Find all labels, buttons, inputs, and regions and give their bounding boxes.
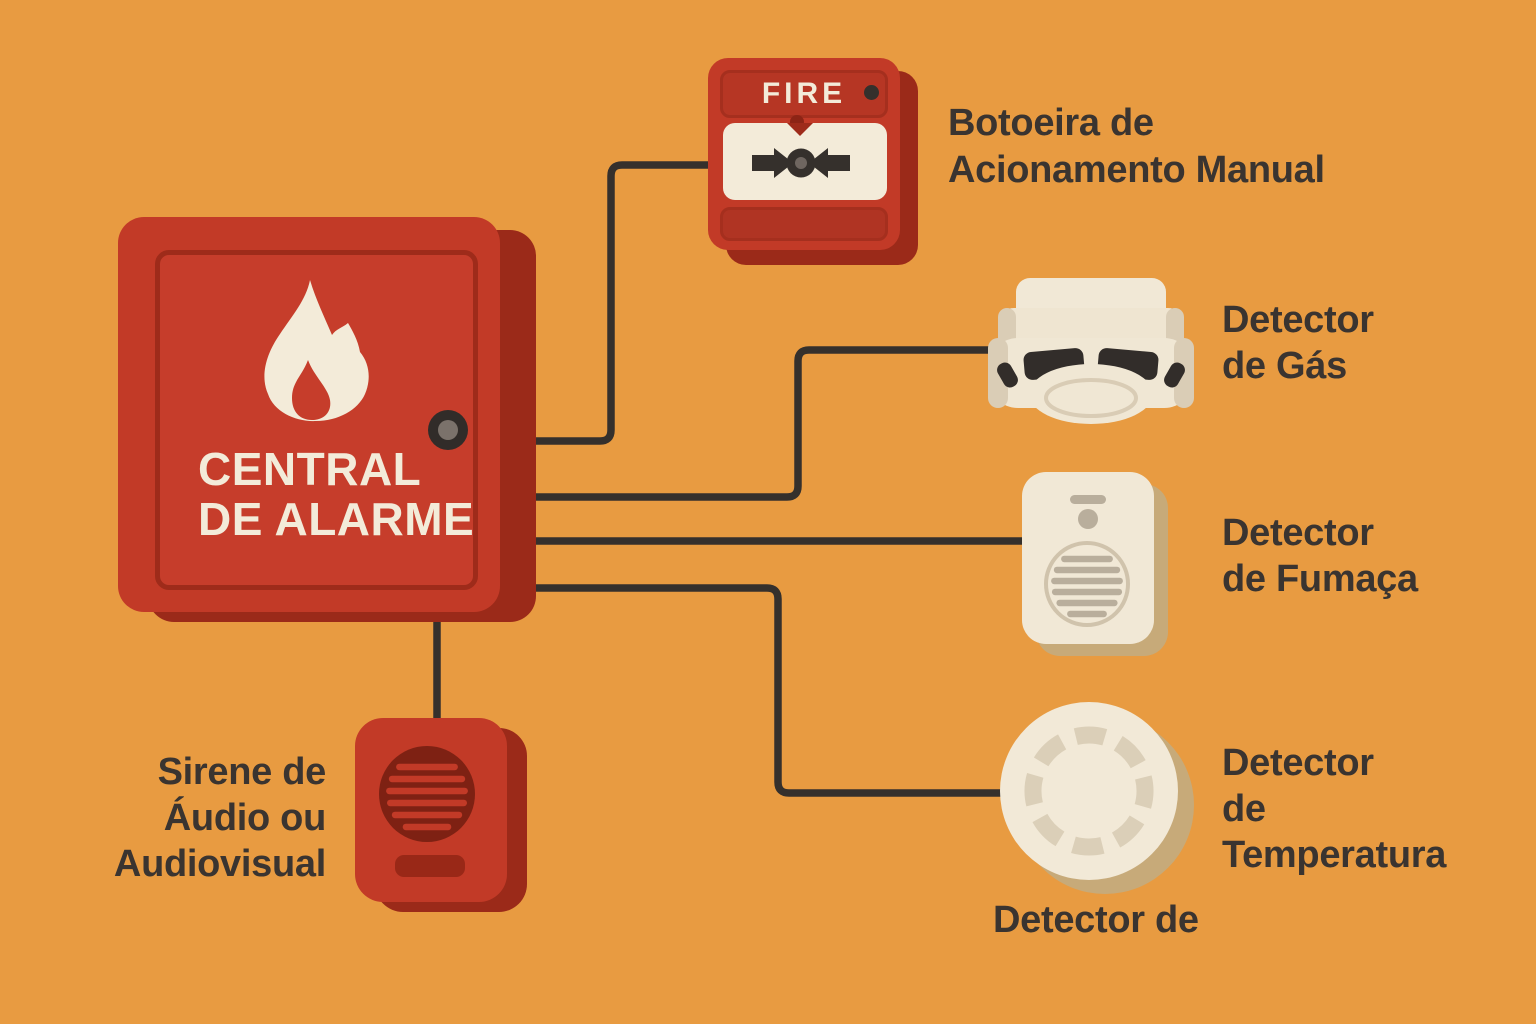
wire-to-temperature-detector [528, 584, 1008, 797]
temperature-detector-icon [1000, 702, 1194, 894]
call-point-led-dot [864, 85, 879, 100]
wire-to-gas-detector [528, 346, 996, 501]
siren-caption-line2: Áudio ou [163, 797, 327, 839]
fire-label: FIRE [761, 77, 847, 110]
central-panel-title-line1: CENTRAL [198, 443, 422, 495]
press-here-glyph [752, 148, 850, 178]
call-point-header: FIRE [720, 70, 888, 118]
siren-caption: Sirene de Áudio ou Audiovisual [60, 749, 326, 887]
central-panel-title-line2: DE ALARME [198, 493, 475, 545]
central-panel-title: CENTRAL DE ALARME [198, 444, 474, 544]
siren-caption-line3: Audiovisual [113, 843, 326, 885]
siren-bottom-plate [395, 855, 465, 877]
siren-caption-line1: Sirene de [157, 751, 327, 793]
call-point-caption-line1: Botoeira de [948, 102, 1154, 144]
arrow-right-icon [752, 148, 793, 178]
call-point-bottom-plate [720, 207, 888, 241]
press-button-center [795, 157, 807, 169]
gas-detector-caption: Detector de Gás [1222, 297, 1374, 389]
door-knob-center [438, 420, 458, 440]
call-point-caption-line2: Acionamento Manual [948, 149, 1325, 191]
gas-caption-line2: de Gás [1222, 345, 1347, 387]
smoke-detector-caption: Detector de Fumaça [1222, 510, 1418, 602]
temp-caption-line2: de [1222, 788, 1266, 830]
smoke-caption-line1: Detector [1222, 512, 1374, 554]
temp-caption-line3: Temperatura [1222, 834, 1447, 876]
arrow-left-icon [809, 148, 850, 178]
flame-icon [264, 280, 369, 422]
partial-bottom-caption: Detector de [993, 897, 1199, 943]
smoke-detector-icon [1022, 472, 1168, 656]
smoke-caption-line2: de Fumaça [1222, 558, 1418, 600]
partial-caption-text: Detector de [993, 899, 1199, 941]
temperature-detector-caption: Detector de Temperatura [1222, 740, 1446, 878]
call-point-caption: Botoeira de Acionamento Manual [948, 100, 1325, 194]
gas-caption-line1: Detector [1222, 299, 1374, 341]
siren-grille-icon [379, 746, 475, 842]
temp-caption-line1: Detector [1222, 742, 1374, 784]
gas-detector-icon [988, 278, 1194, 424]
wire-to-call-point [528, 161, 712, 445]
